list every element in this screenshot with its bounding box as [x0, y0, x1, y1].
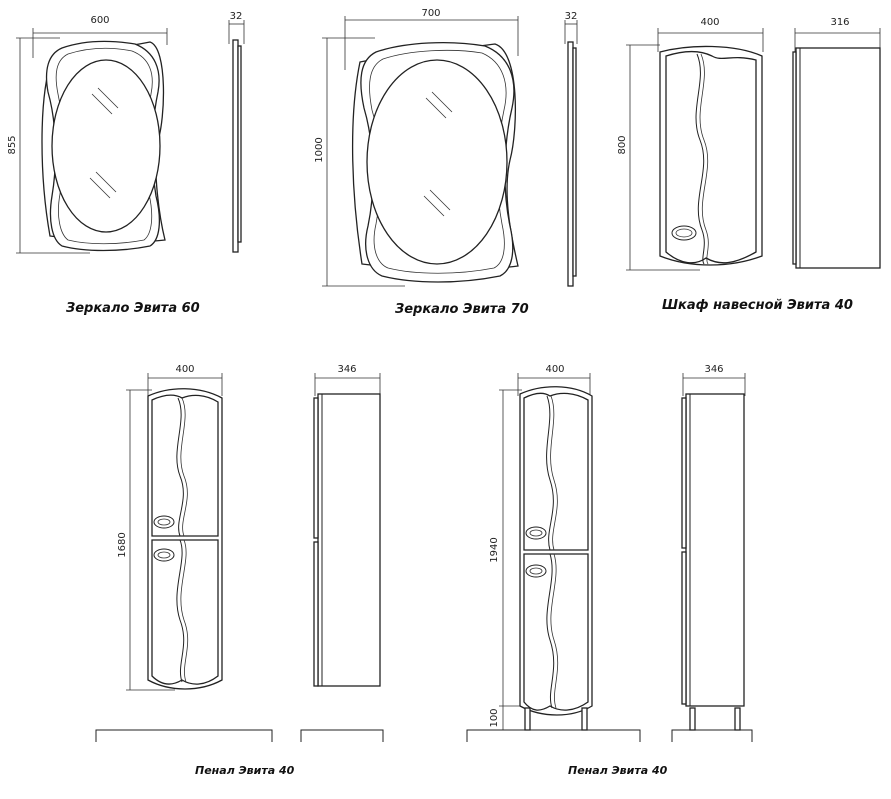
tall-1680-caption: Пенал Эвита 40	[195, 764, 295, 777]
tall-1940-caption: Пенал Эвита 40	[568, 764, 668, 777]
floor-line	[95, 729, 273, 742]
tall-1940-side-view: 346	[681, 364, 746, 731]
wall-cabinet-evita-40: 400 800 316 Шкаф навесной Эвита 40	[617, 17, 881, 313]
cabinet-depth-label: 316	[830, 17, 849, 28]
reflection-mark-icon	[89, 87, 119, 199]
mirror-evita-70: 700 1000 32 Зеркало Эвита 70	[314, 8, 578, 317]
tall-1940-width-label: 400	[545, 364, 564, 375]
tall-1940-upper-door	[523, 392, 589, 551]
mirror-70-caption: Зеркало Эвита 70	[395, 302, 529, 317]
tall-1940-lower-door	[523, 553, 589, 711]
mirror-60-glass	[51, 59, 161, 233]
mirror-70-depth-label: 32	[565, 11, 578, 22]
mirror-60-depth-label: 32	[230, 11, 243, 22]
cabinet-side-view: 316	[792, 17, 881, 269]
cabinet-handle-icon	[671, 225, 697, 241]
tall-1680-height-label: 1680	[117, 532, 128, 557]
tall-1940-height-label: 1940	[489, 537, 500, 562]
tall-1680-handle-icon	[153, 548, 175, 562]
floor-line	[671, 729, 753, 742]
cabinet-door-wave	[695, 53, 705, 265]
mirror-70-glass	[366, 59, 508, 265]
mirror-70-height-label: 1000	[314, 137, 325, 162]
mirror-60-height-label: 855	[7, 135, 18, 154]
cabinet-door	[665, 50, 757, 264]
tall-1680-width-label: 400	[175, 364, 194, 375]
tall-1940-handle-icon	[525, 526, 547, 540]
floor-line	[466, 729, 641, 742]
tall-1680-handle-icon	[153, 515, 175, 529]
tall-1680-lower-door	[151, 539, 219, 685]
cabinet-height-width-label: 400	[700, 17, 719, 28]
tall-1680-upper-door	[151, 394, 219, 537]
tall-1940-legs-label: 100	[489, 708, 500, 727]
tall-1940-depth-label: 346	[704, 364, 723, 375]
cabinet-height-label: 800	[617, 135, 628, 154]
tall-1680-depth-label: 346	[337, 364, 356, 375]
tall-cabinet-1940: 400 1940 100 346	[466, 364, 753, 777]
mirror-60-side-view: 32	[228, 11, 245, 253]
mirror-70-side-view: 32	[564, 11, 578, 287]
tall-1680-side-view: 346	[313, 364, 381, 687]
mirror-evita-60: 600 855 32 Зеркало Эвита 60	[7, 11, 245, 316]
mirror-60-width-label: 600	[90, 15, 109, 26]
reflection-mark-icon	[423, 91, 453, 217]
tall-1940-handle-icon	[525, 564, 547, 578]
cabinet-caption: Шкаф навесной Эвита 40	[662, 298, 853, 313]
tall-cabinet-1680: 400 1680 346 Пенал Эвита 40	[95, 364, 384, 777]
mirror-60-caption: Зеркало Эвита 60	[66, 301, 200, 316]
mirror-70-width-label: 700	[421, 8, 440, 19]
floor-line	[300, 729, 384, 742]
